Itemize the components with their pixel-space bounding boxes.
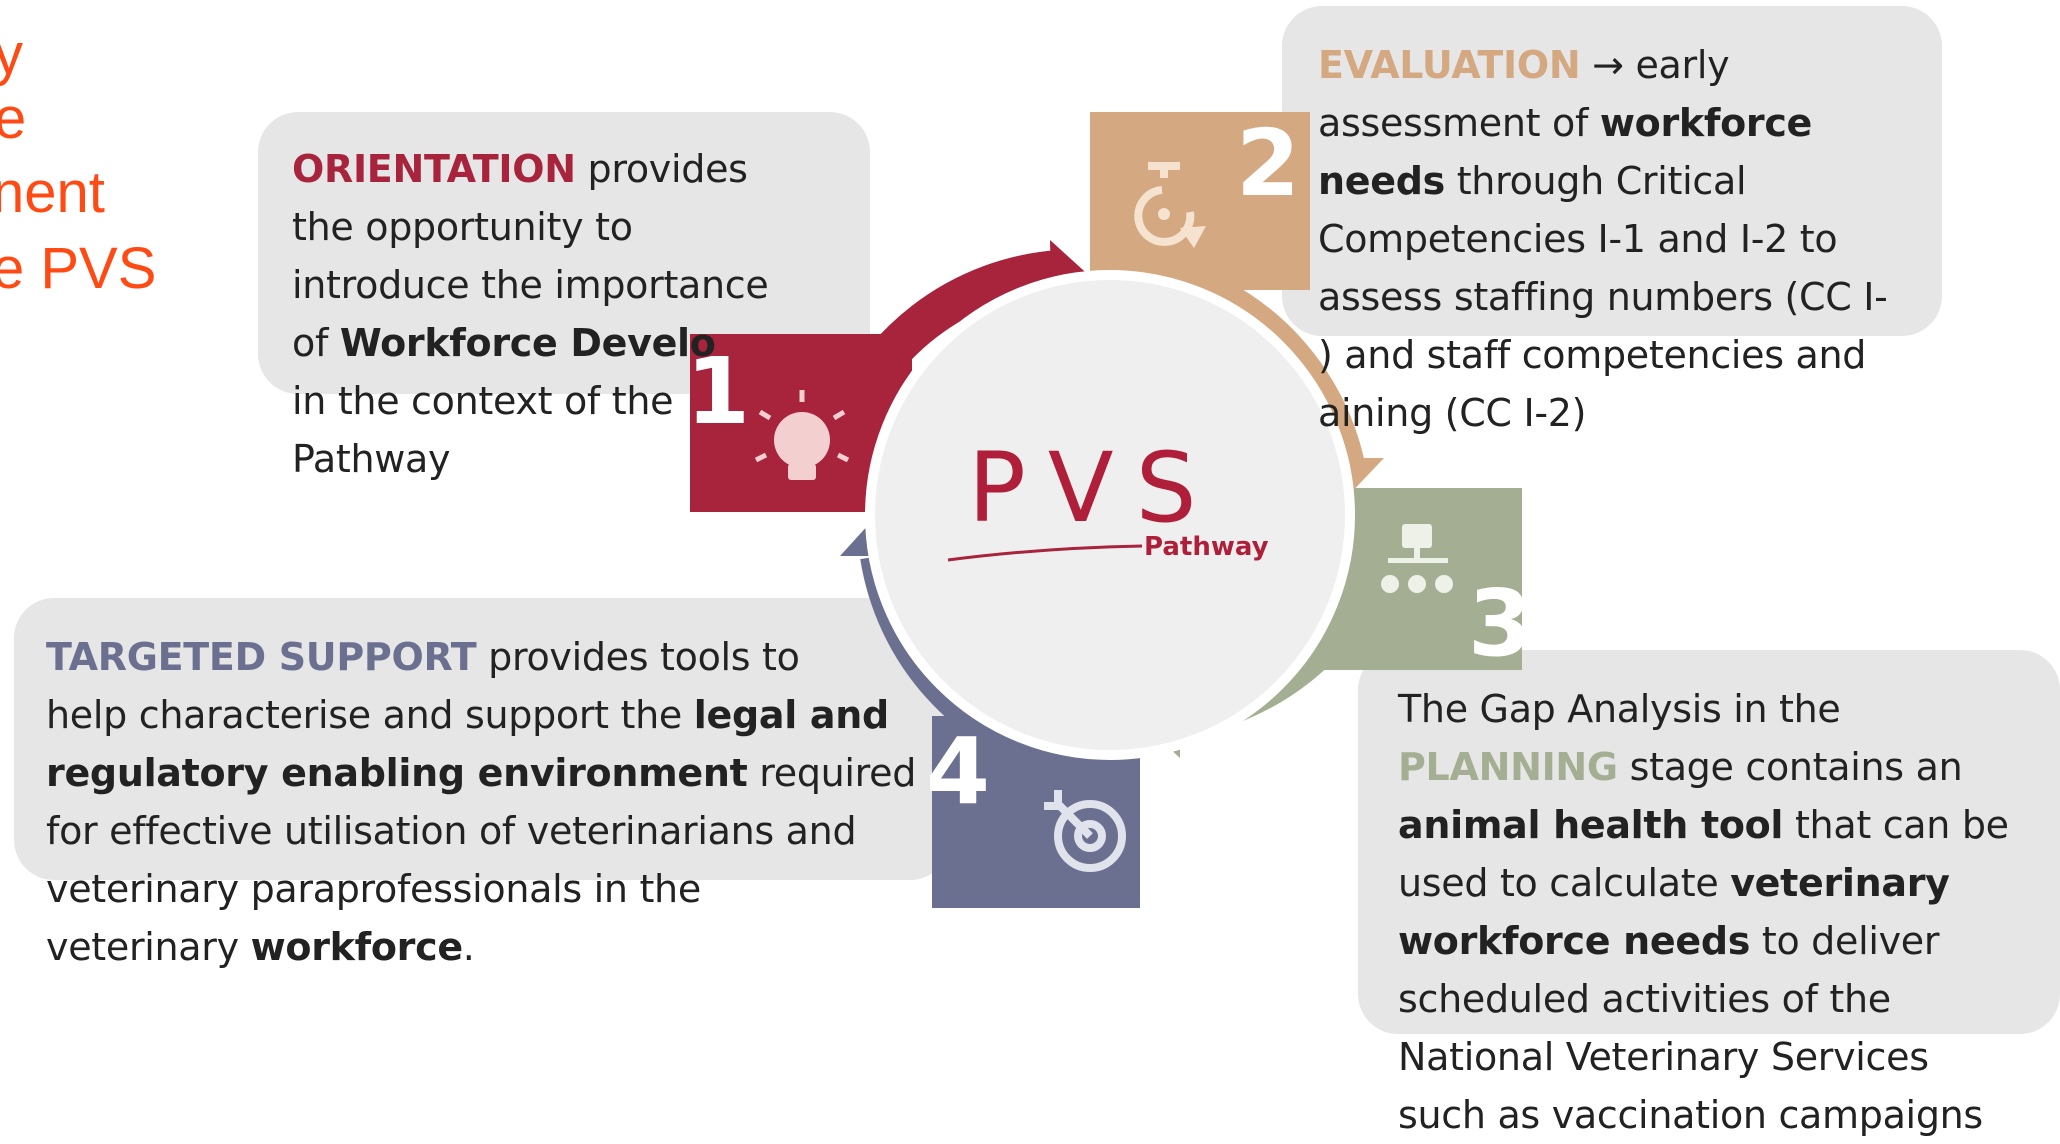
step-heading: ORIENTATION [292, 147, 576, 191]
text-line: used to calculate veterinary [1398, 854, 2009, 912]
orientation-text: ORIENTATION provides the opportunity to in… [292, 140, 769, 488]
text-line: introduce the importance [292, 256, 769, 314]
text-line: veterinary paraprofessionals in the [46, 860, 916, 918]
text-line: Competencies I-1 and I-2 to [1318, 210, 1888, 268]
text-run: National Veterinary Services [1398, 1035, 1929, 1079]
text-line: workforce needs to deliver [1398, 912, 2009, 970]
text-line: animal health tool that can be [1398, 796, 2009, 854]
text-run: The Gap Analysis in the [1398, 687, 1841, 731]
stopwatch-icon [1134, 162, 1206, 248]
bold-phrase: Workforce Develo [339, 321, 716, 365]
text-run: aining (CC I-2) [1318, 391, 1587, 435]
step-heading: TARGETED SUPPORT [46, 635, 477, 679]
pvs-logo-text: PVS [968, 432, 1219, 544]
text-line: ) and staff competencies and [1318, 326, 1888, 384]
text-line: PLANNING stage contains an [1398, 738, 2009, 796]
step-2-square [1090, 112, 1310, 290]
bold-phrase: workforce [1599, 101, 1813, 145]
text-line: assessment of workforce [1318, 94, 1888, 152]
text-run: → early [1580, 43, 1730, 87]
text-run: provides tools to [476, 635, 800, 679]
org-chart-icon [1381, 524, 1453, 593]
planning-bubble [1358, 650, 2060, 1034]
bold-phrase: needs [1318, 159, 1445, 203]
pvs-logo-subtext: Pathway [1144, 532, 1269, 562]
text-run: required [747, 751, 917, 795]
text-run: that can be [1783, 803, 2009, 847]
step-3-number: 3 [1468, 570, 1533, 677]
text-line: of Workforce Develo [292, 314, 768, 372]
text-run: veterinary [46, 925, 251, 969]
text-run: through Critical [1444, 159, 1747, 203]
bold-phrase: workforce [250, 925, 464, 969]
text-run: help characterise and support the [46, 693, 694, 737]
lightbulb-icon [754, 390, 850, 480]
text-run: assess staffing numbers (CC I- [1318, 275, 1888, 319]
text-run: scheduled activities of the [1398, 977, 1891, 1021]
text-run: in the context of the [292, 379, 674, 423]
text-line: needs through Critical [1318, 152, 1888, 210]
text-line: TARGETED SUPPORT provides tools to [46, 628, 916, 686]
text-line: EVALUATION → early [1318, 36, 1888, 94]
text-run: assessment of [1318, 101, 1600, 145]
step-heading: PLANNING [1398, 745, 1618, 789]
targeted-support-bubble [14, 598, 950, 880]
text-run: used to calculate [1398, 861, 1731, 905]
text-run: Pathway [292, 437, 451, 481]
text-run: veterinary paraprofessionals in the [46, 867, 701, 911]
text-line: National Veterinary Services [1398, 1028, 2009, 1086]
bold-phrase: animal health tool [1398, 803, 1784, 847]
step-heading: EVALUATION [1318, 43, 1581, 87]
bold-phrase: regulatory enabling environment [46, 751, 748, 795]
title-fragment-1: y [0, 22, 23, 87]
text-run: introduce the importance [292, 263, 769, 307]
text-run: to deliver [1750, 919, 1940, 963]
text-line: help characterise and support the legal … [46, 686, 916, 744]
bold-phrase: workforce needs [1398, 919, 1751, 963]
target-icon [1044, 790, 1126, 872]
step-2-number: 2 [1236, 110, 1301, 217]
step-1-number: 1 [686, 338, 751, 445]
text-line: such as vaccination campaigns [1398, 1086, 2009, 1144]
logo-swoosh [947, 544, 1143, 562]
text-run: provides [575, 147, 748, 191]
text-run: such as vaccination campaigns [1398, 1093, 1983, 1137]
title-fragment-3: nent [0, 160, 105, 225]
text-run: . [462, 925, 475, 969]
pvs-center-disc [865, 270, 1355, 760]
text-run: stage contains an [1617, 745, 1963, 789]
text-line: for effective utilisation of veterinaria… [46, 802, 916, 860]
bold-phrase: legal and [693, 693, 889, 737]
text-run: ) and staff competencies and [1318, 333, 1867, 377]
text-line: in the context of the [292, 372, 768, 430]
text-line: aining (CC I-2) [1318, 384, 1888, 442]
text-line: the opportunity to [292, 198, 768, 256]
text-line: ORIENTATION provides [292, 140, 768, 198]
step-4-number: 4 [926, 718, 991, 825]
bold-phrase: veterinary [1730, 861, 1950, 905]
title-fragment-2: e [0, 86, 27, 151]
text-run: of [292, 321, 340, 365]
text-line: regulatory enabling environment required [46, 744, 916, 802]
text-run: for effective utilisation of veterinaria… [46, 809, 857, 853]
text-line: assess staffing numbers (CC I- [1318, 268, 1888, 326]
text-line: Pathway [292, 430, 768, 488]
text-line: veterinary workforce. [46, 918, 916, 976]
arc-orientation-to-evaluation [821, 250, 1062, 447]
text-run: the opportunity to [292, 205, 633, 249]
text-line: The Gap Analysis in the [1398, 680, 2009, 738]
title-fragment-4: e PVS [0, 236, 157, 301]
evaluation-bubble [1282, 6, 1942, 336]
text-run: Competencies I-1 and I-2 to [1318, 217, 1838, 261]
text-line: scheduled activities of the [1398, 970, 2009, 1028]
